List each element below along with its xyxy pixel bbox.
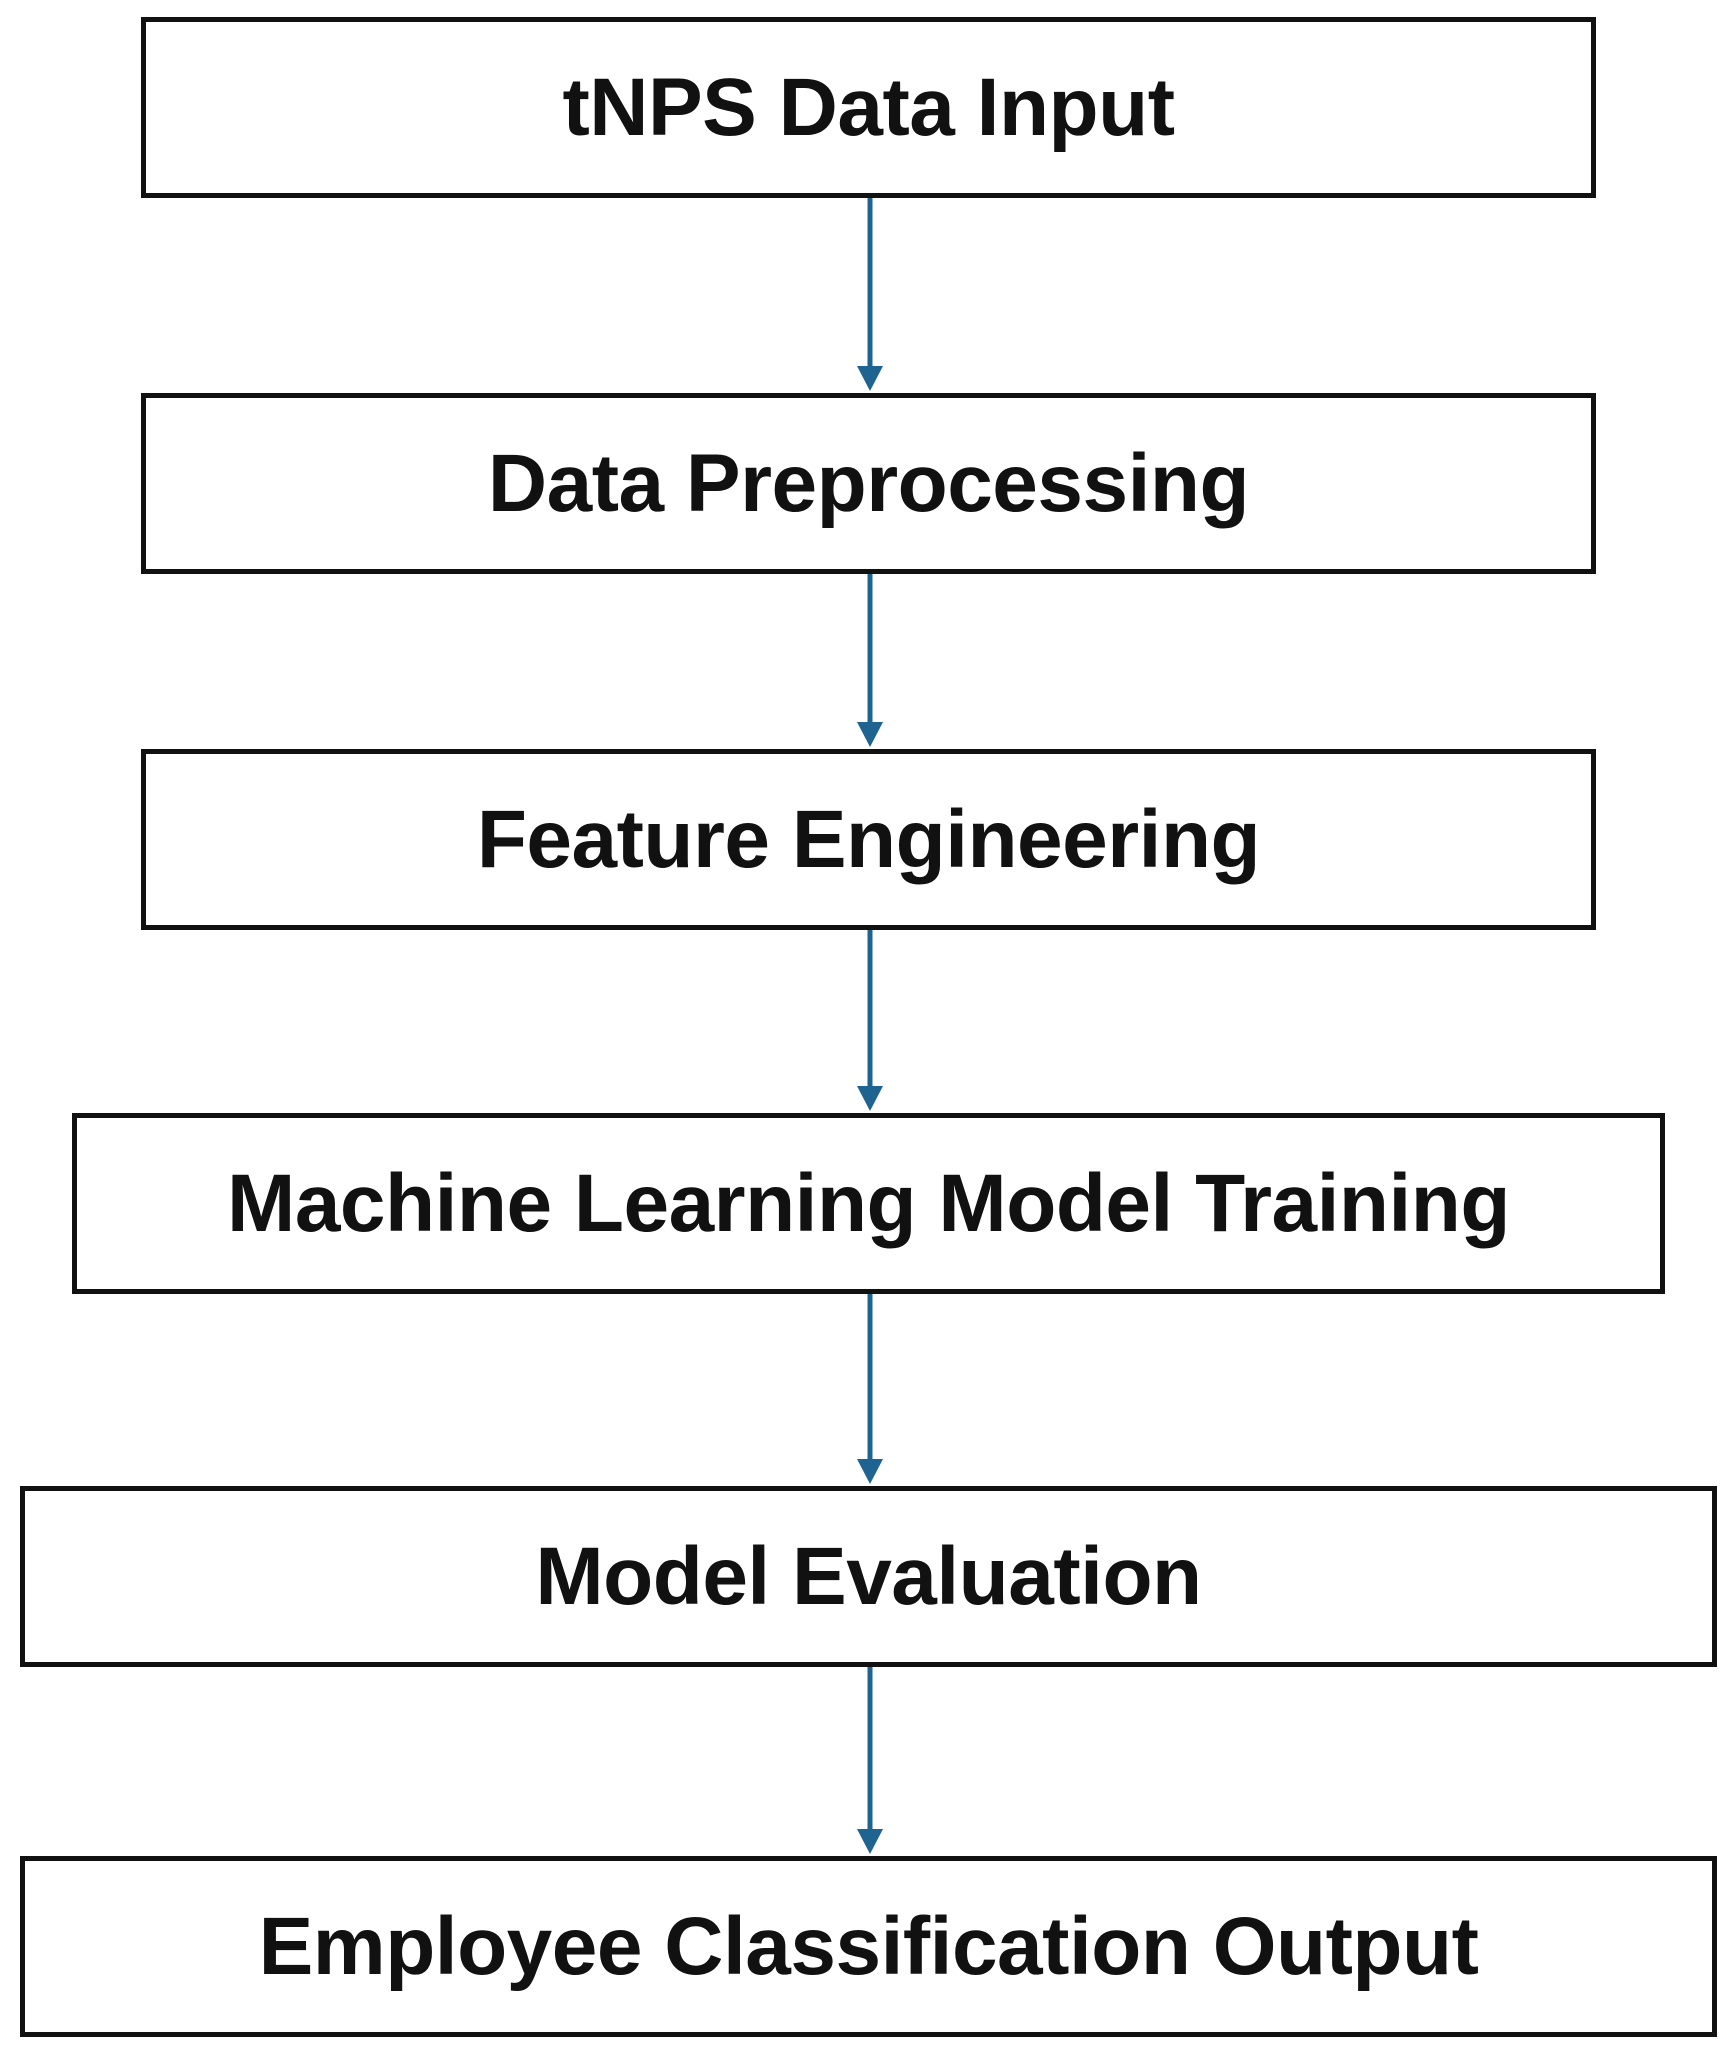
- arrowhead-4-to-5: [857, 1459, 883, 1484]
- step-label: Machine Learning Model Training: [227, 1157, 1510, 1249]
- step-label: tNPS Data Input: [562, 61, 1175, 153]
- step-label: Feature Engineering: [476, 793, 1261, 885]
- arrowhead-2-to-3: [857, 722, 883, 747]
- arrowhead-5-to-6: [857, 1829, 883, 1854]
- step-label: Employee Classification Output: [258, 1900, 1479, 1992]
- arrowhead-3-to-4: [857, 1086, 883, 1111]
- step-model-training: Machine Learning Model Training: [72, 1113, 1665, 1294]
- step-label: Data Preprocessing: [487, 437, 1250, 529]
- step-label: Model Evaluation: [535, 1530, 1202, 1622]
- step-feature-engineering: Feature Engineering: [141, 749, 1596, 930]
- arrowhead-1-to-2: [857, 366, 883, 391]
- step-tnps-data-input: tNPS Data Input: [141, 17, 1596, 198]
- step-classification-output: Employee Classification Output: [20, 1856, 1717, 2037]
- step-model-evaluation: Model Evaluation: [20, 1486, 1717, 1667]
- step-data-preprocessing: Data Preprocessing: [141, 393, 1596, 574]
